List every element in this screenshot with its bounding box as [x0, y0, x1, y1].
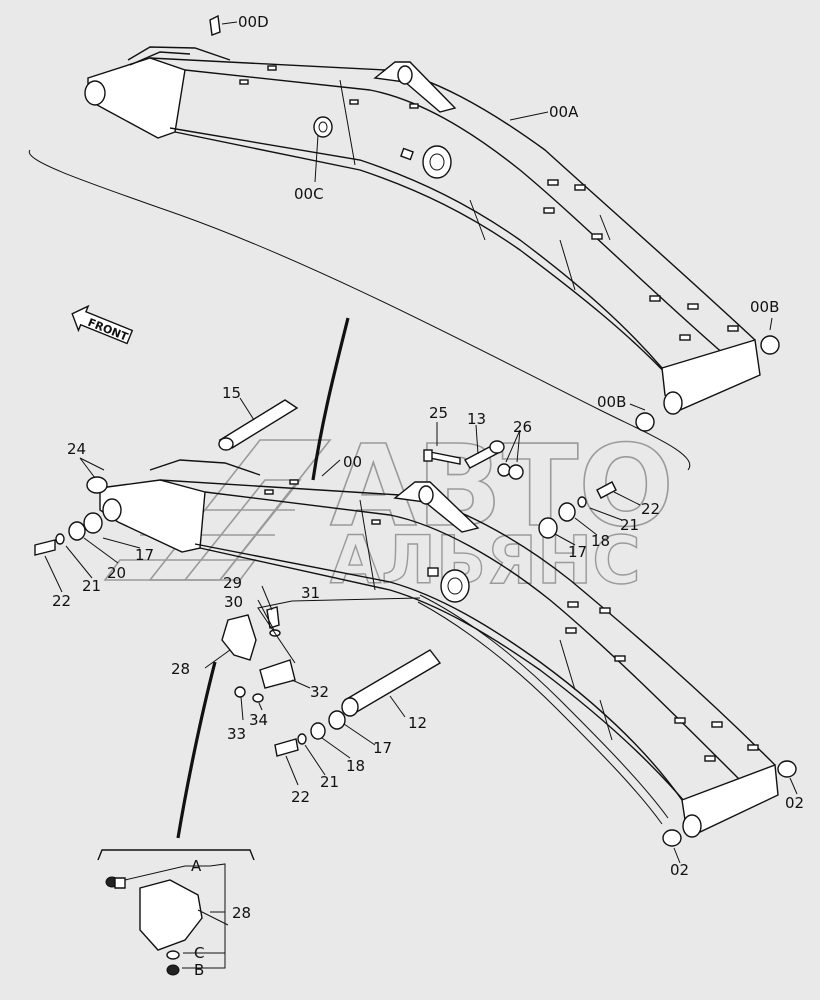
callout-12: 12 — [408, 714, 427, 732]
callout-33: 33 — [227, 725, 246, 743]
leader-lines — [44, 21, 798, 864]
detail-bracket — [97, 849, 255, 861]
callout-00D: 00D — [238, 13, 269, 31]
lower-boom-tip-bore — [682, 814, 702, 838]
callout-17-left: 17 — [135, 546, 154, 564]
lower-boom-pipe — [419, 594, 669, 819]
part-00B-bushing-upper — [760, 335, 780, 355]
callout-30: 30 — [224, 593, 243, 611]
callout-24: 24 — [67, 440, 86, 458]
lower-boom-bottom-edge — [199, 547, 691, 809]
leader-upper-to-lower — [311, 317, 350, 481]
part-02-bushing-upper — [777, 760, 797, 778]
upper-small-parts — [209, 14, 780, 432]
callout-labels: 00D 00A 00C 00B 00B 15 00 25 13 26 24 22… — [52, 13, 804, 979]
part-02-bushing-lower — [662, 829, 682, 847]
callout-25: 25 — [429, 404, 448, 422]
callout-34: 34 — [249, 711, 268, 729]
watermark-line2: АЛЬЯНС — [330, 522, 641, 599]
part-26-washer-b — [508, 464, 524, 480]
part-18-plate-right — [558, 502, 576, 522]
part-34-nut — [252, 693, 264, 703]
detail-label-C: C — [194, 944, 204, 962]
callout-21-right: 21 — [620, 516, 639, 534]
upper-boom-tip — [661, 339, 761, 411]
upper-boom-bottom-edge — [174, 131, 671, 379]
part-17-shim-right — [538, 517, 558, 539]
callout-17-right: 17 — [568, 543, 587, 561]
lamp-detail — [97, 849, 255, 976]
part-18-plate-mid — [310, 722, 326, 740]
part-12-pin — [343, 649, 442, 714]
callout-00C: 00C — [294, 185, 324, 203]
part-22-bolt-left — [34, 539, 56, 556]
callout-00B-upper: 00B — [750, 298, 779, 316]
callout-22-left: 22 — [52, 592, 71, 610]
lower-boom — [99, 459, 779, 838]
callout-20: 20 — [107, 564, 126, 582]
lower-boom-foot-bore — [102, 498, 122, 522]
callout-22-right: 22 — [641, 500, 660, 518]
callout-18-right: 18 — [591, 532, 610, 550]
part-17-shim-left — [83, 512, 103, 534]
lower-small-parts — [34, 399, 797, 847]
detail-lamp-body — [139, 879, 203, 951]
callout-21-mid: 21 — [320, 773, 339, 791]
part-21-washer-left — [55, 533, 65, 545]
callout-15: 15 — [222, 384, 241, 402]
upper-boom-top-plate — [127, 46, 231, 61]
part-20-plate — [68, 521, 86, 541]
upper-boom-tip-bore — [663, 391, 683, 415]
callout-02-lower: 02 — [670, 861, 689, 879]
callout-32: 32 — [310, 683, 329, 701]
part-32-bracket — [259, 659, 296, 689]
detail-nut — [166, 964, 180, 976]
callout-26: 26 — [513, 418, 532, 436]
part-26-washer-a — [497, 463, 511, 477]
detail-label-B: B — [194, 961, 204, 979]
detail-label-A: A — [191, 857, 202, 875]
upper-boom — [84, 46, 761, 415]
part-22-bolt-mid — [274, 738, 299, 757]
callout-02-upper: 02 — [785, 794, 804, 812]
section-divider — [28, 149, 691, 471]
part-22-bolt-right — [596, 481, 617, 499]
upper-boom-boss — [422, 145, 452, 179]
part-21-washer-mid — [297, 733, 307, 745]
lower-boom-boss — [440, 569, 470, 603]
callout-22-mid: 22 — [291, 788, 310, 806]
callout-00A: 00A — [549, 103, 579, 121]
callout-17-mid: 17 — [373, 739, 392, 757]
lower-boom-tip — [681, 764, 779, 833]
callout-00B-lower: 00B — [597, 393, 626, 411]
callout-28: 28 — [171, 660, 190, 678]
part-21-washer-right — [577, 496, 587, 508]
upper-boom-foot-bore — [84, 80, 106, 106]
leader-to-detail — [176, 661, 217, 839]
callout-31: 31 — [301, 584, 320, 602]
callout-29: 29 — [223, 574, 242, 592]
part-00C-bushing — [313, 116, 333, 138]
callout-18-mid: 18 — [346, 757, 365, 775]
front-direction-arrow: FRONT — [71, 304, 134, 345]
part-00D-clip — [209, 14, 221, 36]
part-00B-bushing-lower — [635, 412, 655, 432]
callout-00: 00 — [343, 453, 362, 471]
callout-21-left: 21 — [82, 577, 101, 595]
part-17-shim-mid — [328, 710, 346, 730]
part-33-bolt — [234, 686, 246, 698]
callout-13: 13 — [467, 410, 486, 428]
detail-label-28: 28 — [232, 904, 251, 922]
detail-washer — [166, 950, 180, 960]
part-28-lamp — [221, 614, 257, 661]
part-24-bushing — [86, 476, 108, 494]
